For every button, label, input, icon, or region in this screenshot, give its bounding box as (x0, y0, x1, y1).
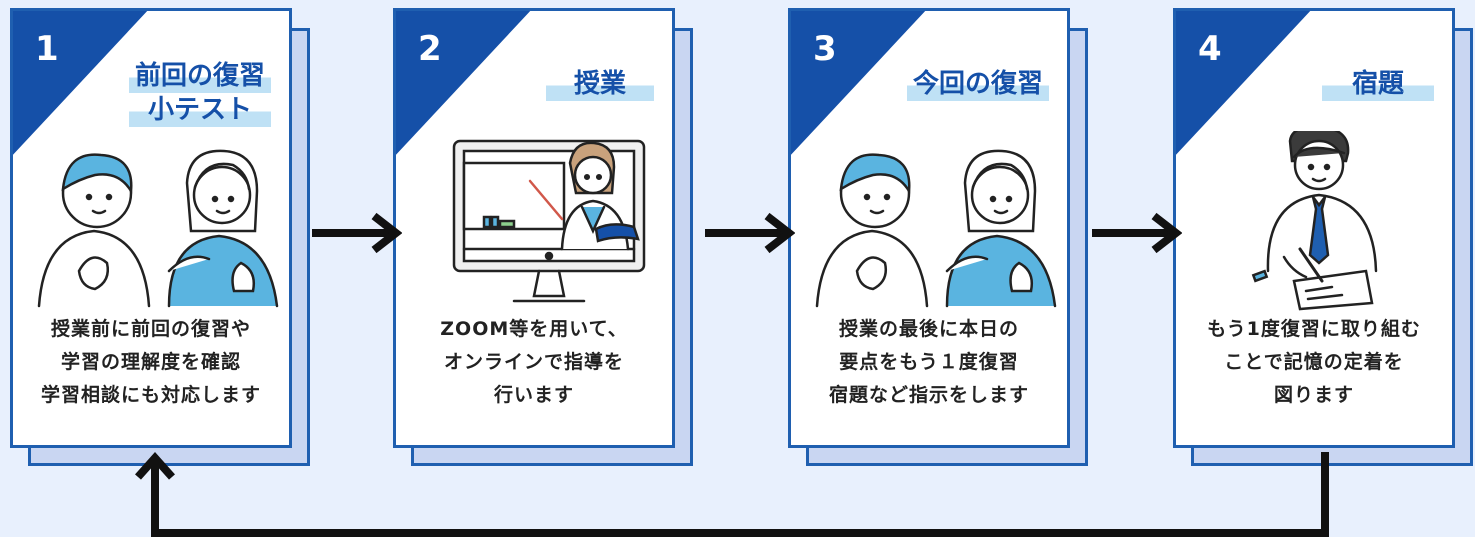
desc-line: ことで記憶の定着を (1224, 351, 1404, 373)
step-title-line: 小テスト (128, 93, 271, 127)
step-title-line: 今回の復習 (906, 67, 1049, 101)
desc-line: 学習の理解度を確認 (60, 351, 241, 373)
students-discussing-illustration (815, 149, 1057, 308)
students-discussing-illustration (37, 149, 279, 308)
desc-line: 図ります (1273, 384, 1354, 406)
desc-line: 授業前に前回の復習や (50, 318, 251, 340)
step-card-4: 4 宿題 もう1度復習に取り組む ことで記憶の定着を 図り (1173, 8, 1473, 466)
step-title: 宿題 (1321, 67, 1434, 101)
flow-arrow-1-to-2 (312, 212, 402, 254)
step-title: 前回の復習 小テスト (128, 59, 271, 127)
step-title: 今回の復習 (906, 67, 1049, 101)
card-body: 1 前回の復習 小テスト (10, 8, 292, 448)
card-body: 4 宿題 もう1度復習に取り組む ことで記憶の定着を 図り (1173, 8, 1455, 448)
desc-line: 授業の最後に本日の (838, 318, 1019, 340)
step-description: ZOOM等を用いて、 オンラインで指導を 行います (396, 313, 672, 412)
flow-arrow-3-to-4 (1092, 212, 1182, 254)
step-number: 1 (35, 29, 59, 69)
corner-triangle (1176, 11, 1313, 158)
step-card-1: 1 前回の復習 小テスト (10, 8, 310, 466)
step-description: 授業前に前回の復習や 学習の理解度を確認 学習相談にも対応します (13, 313, 289, 412)
corner-triangle (396, 11, 533, 158)
flow-arrow-2-to-3 (705, 212, 795, 254)
desc-line: もう1度復習に取り組む (1207, 318, 1421, 340)
student-doing-homework-illustration (1251, 131, 1378, 311)
desc-line: 宿題など指示をします (828, 384, 1029, 406)
card-body: 2 授業 (393, 8, 675, 448)
step-number: 4 (1198, 29, 1222, 69)
desc-line: ZOOM等を用いて、 (440, 318, 628, 340)
corner-triangle (13, 11, 150, 158)
corner-triangle (791, 11, 928, 158)
step-title-line: 前回の復習 (128, 59, 271, 93)
card-body: 3 今回の復習 授業の最後に本日の (788, 8, 1070, 448)
step-card-2: 2 授業 (393, 8, 693, 466)
step-number: 2 (418, 29, 442, 69)
desc-line: 学習相談にも対応します (40, 384, 261, 406)
step-title-line: 宿題 (1321, 67, 1434, 101)
desc-line: オンラインで指導を (443, 351, 624, 373)
step-description: もう1度復習に取り組む ことで記憶の定着を 図ります (1176, 313, 1452, 412)
desc-line: 要点をもう１度復習 (839, 351, 1019, 373)
step-description: 授業の最後に本日の 要点をもう１度復習 宿題など指示をします (791, 313, 1067, 412)
step-number: 3 (813, 29, 837, 69)
online-class-monitor-illustration (452, 139, 646, 303)
step-title: 授業 (545, 67, 654, 101)
desc-line: 行います (493, 384, 574, 406)
step-title-line: 授業 (545, 67, 654, 101)
step-card-3: 3 今回の復習 授業の最後に本日の (788, 8, 1088, 466)
